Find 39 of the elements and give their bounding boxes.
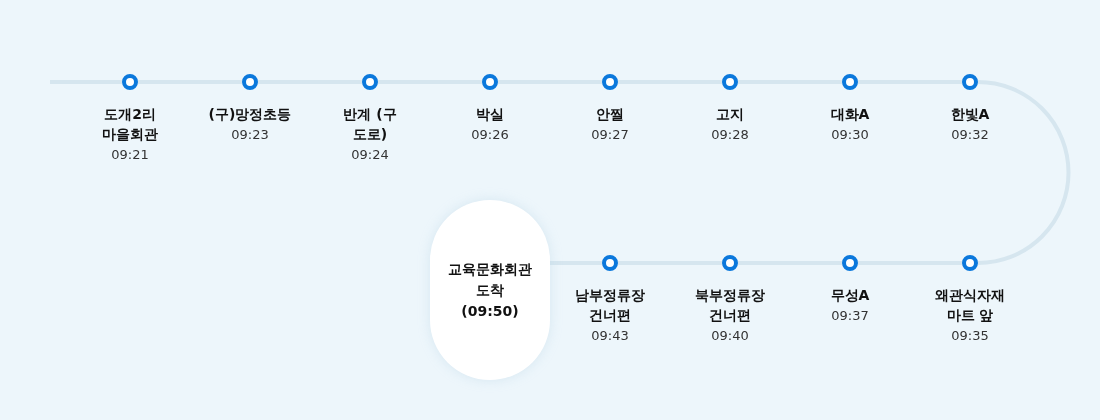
stop-marker: [722, 74, 738, 90]
stop-marker: [842, 74, 858, 90]
stop-time: 09:40: [711, 327, 749, 345]
stop-name: 왜관식자재 마트 앞: [934, 286, 1006, 325]
stop-name: 대화A: [830, 105, 870, 124]
stop-time: 09:26: [471, 126, 509, 144]
destination-name: 교육문화회관 도착: [447, 259, 533, 300]
arrival-time: (09:50): [461, 301, 519, 321]
stop-marker: [122, 74, 138, 90]
stop-time: 09:23: [231, 126, 269, 144]
stop-marker: [842, 255, 858, 271]
stop-time: 09:35: [951, 327, 989, 345]
stop-name: 북부정류장 건너편: [694, 286, 766, 325]
stop-time: 09:30: [831, 126, 869, 144]
stop-marker: [602, 74, 618, 90]
stop-marker: [362, 74, 378, 90]
stop-name: 안찔: [596, 105, 624, 124]
stop-marker: [962, 255, 978, 271]
route-line: [977, 80, 1071, 265]
stop-name: 박실: [476, 105, 504, 124]
stop-name: 무성A: [830, 286, 870, 305]
stop-marker: [602, 255, 618, 271]
stop-time: 09:21: [111, 146, 149, 164]
stop-marker: [962, 74, 978, 90]
stop-marker: [722, 255, 738, 271]
stop-name: 반계 (구 도로): [342, 105, 398, 144]
stop-name: 한빛A: [950, 105, 990, 124]
stop-name: 남부정류장 건너편: [574, 286, 646, 325]
stop-time: 09:27: [591, 126, 629, 144]
stop-marker: [242, 74, 258, 90]
stop-name: (구)망정초등: [208, 105, 292, 124]
stop-time: 09:32: [951, 126, 989, 144]
stop-time: 09:28: [711, 126, 749, 144]
stop-time: 09:43: [591, 327, 629, 345]
stop-marker: [482, 74, 498, 90]
stop-time: 09:37: [831, 307, 869, 325]
stop-name: 고지: [716, 105, 744, 124]
stop-time: 09:24: [351, 146, 389, 164]
stop-name: 도개2리 마을회관: [101, 105, 159, 144]
